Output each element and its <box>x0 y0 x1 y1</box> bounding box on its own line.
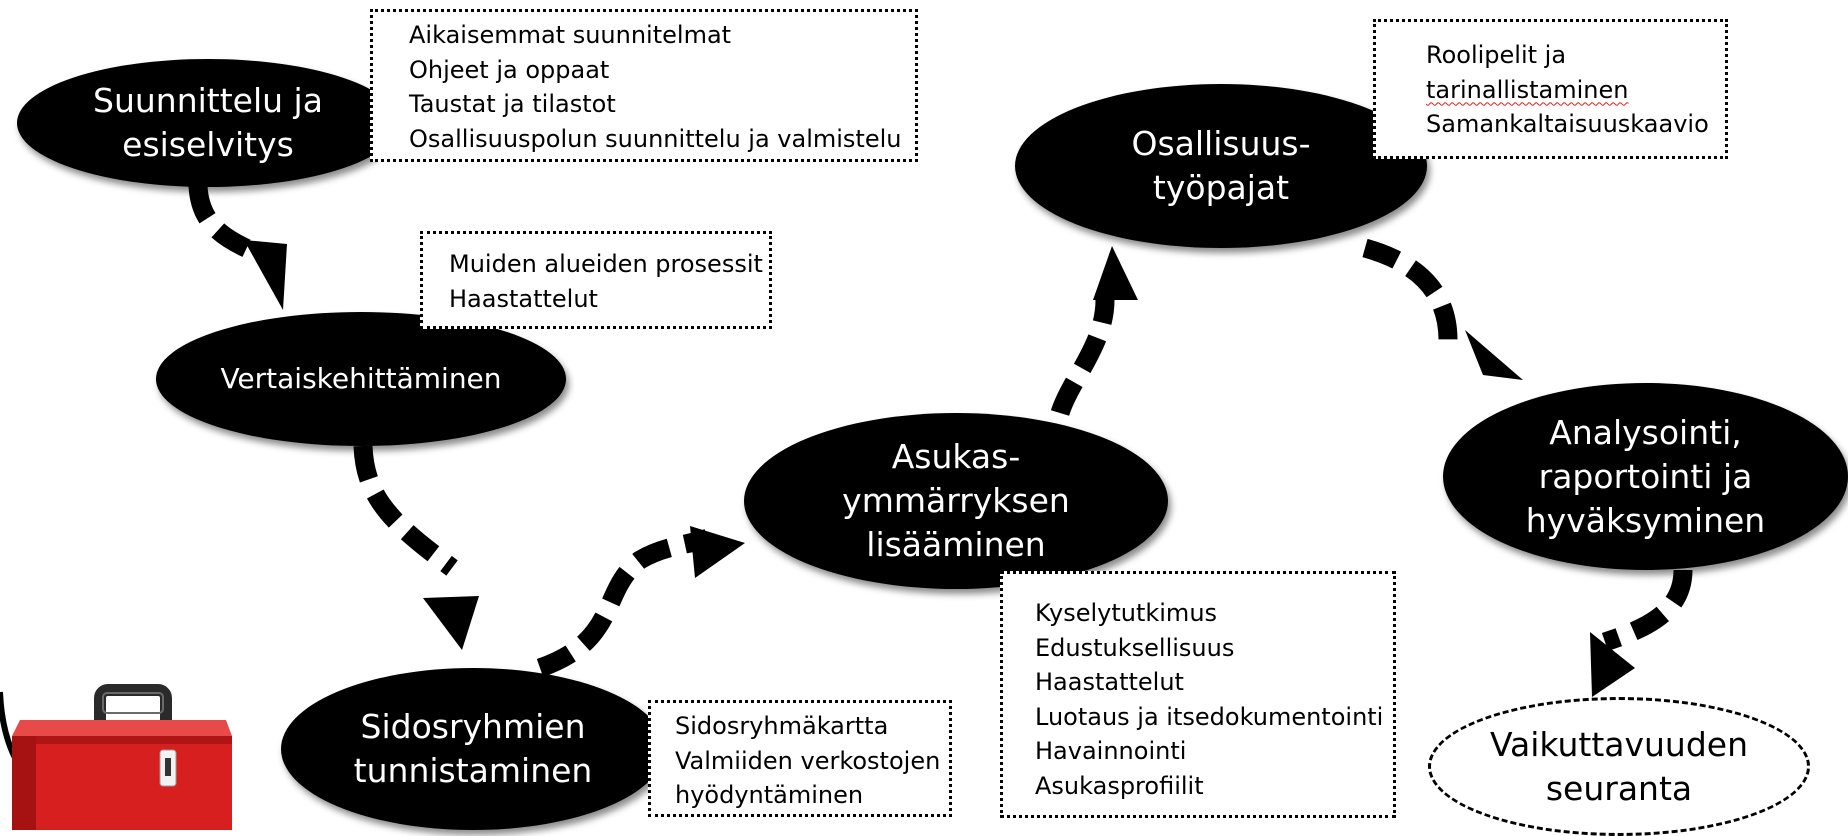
method-item-text: tarinallistaminen <box>1426 75 1629 104</box>
arrow-analysis-to-followup <box>1601 569 1693 651</box>
method-item: Haastattelut <box>1035 668 1184 696</box>
method-item: Asukasprofiilit <box>1035 771 1204 800</box>
method-item: Haastattelut <box>449 284 598 313</box>
method-item: Aikaisemmat suunnitelmat <box>409 21 732 49</box>
method-item: Kyselytutkimus <box>1035 599 1218 627</box>
node-peer-development: Vertaiskehittäminen <box>156 312 566 446</box>
method-item: Valmiiden verkostojen <box>675 746 941 775</box>
method-item: Samankaltaisuuskaavio <box>1426 110 1709 138</box>
arrowhead-workshops-to-analysis <box>1465 330 1523 380</box>
node-resident-understanding: Asukas- ymmärryksen lisääminen <box>744 413 1168 589</box>
arrowhead-residents-to-workshops <box>1093 246 1138 300</box>
method-item: Muiden alueiden prosessit <box>449 250 763 278</box>
arrow-workshops-to-analysis <box>1362 238 1458 341</box>
red-toolbox-icon <box>12 684 232 830</box>
method-item: Havainnointi <box>1035 737 1187 765</box>
method-item: Taustat ja tilastot <box>409 90 616 118</box>
method-item: Edustuksellisuus <box>1035 633 1235 662</box>
method-item: Ohjeet ja oppaat <box>409 55 610 84</box>
arrow-peer-to-stakeholders <box>353 445 458 576</box>
node-analysis-reporting: Analysointi, raportointi ja hyväksyminen <box>1443 383 1848 570</box>
arrow-planning-to-peer <box>188 185 266 264</box>
node-planning: Suunnittelu ja esiselvitys <box>17 59 399 187</box>
node-impact-followup: Vaikuttavuuden seuranta <box>1428 697 1810 836</box>
box-resident-methods: Kyselytutkimus Edustuksellisuus Haastatt… <box>1000 571 1396 818</box>
arrowhead-peer-to-stakeholders <box>423 596 479 650</box>
method-item: hyödyntäminen <box>675 781 864 809</box>
box-stakeholder-methods: Sidosryhmäkartta Valmiiden verkostojen h… <box>648 700 952 817</box>
method-item: Osallisuuspolun suunnittelu ja valmistel… <box>409 124 902 153</box>
method-item: Luotaus ja itsedokumentointi <box>1035 702 1384 731</box>
method-item: Sidosryhmäkartta <box>675 712 889 740</box>
arrowhead-stakeholders-to-residents <box>690 526 745 578</box>
node-participation-workshops: Osallisuus- työpajat <box>1015 84 1427 248</box>
arrowhead-analysis-to-followup <box>1590 632 1635 697</box>
method-item: tarinallistaminen <box>1426 73 1725 108</box>
arrow-stakeholders-to-residents <box>536 529 712 677</box>
node-stakeholders: Sidosryhmien tunnistaminen <box>281 668 665 830</box>
box-planning-methods: Aikaisemmat suunnitelmat Ohjeet ja oppaa… <box>370 9 918 162</box>
arrow-residents-to-workshops <box>1050 299 1115 417</box>
arrowhead-planning-to-peer <box>244 240 287 310</box>
box-workshop-methods: Roolipelit ja tarinallistaminen Samankal… <box>1373 19 1728 159</box>
method-item: Roolipelit ja <box>1426 41 1567 69</box>
box-peer-methods: Muiden alueiden prosessit Haastattelut <box>420 231 772 329</box>
